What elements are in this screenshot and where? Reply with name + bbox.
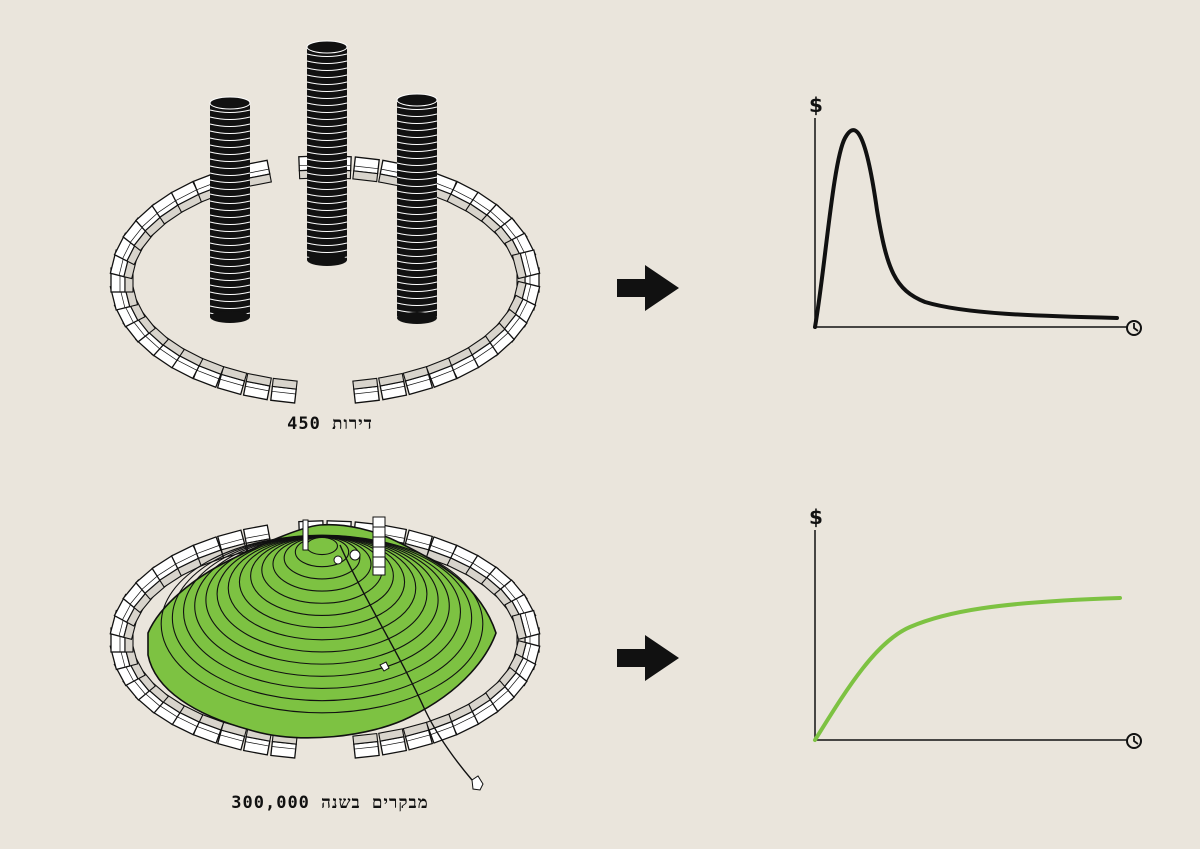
- visitors-caption: 300,000 מבקרים בשנה: [231, 793, 429, 813]
- coin-stack-tower: [209, 96, 251, 323]
- building-block: [352, 156, 380, 183]
- building-block: [511, 249, 541, 280]
- long-term-value-chart: $: [809, 505, 1142, 749]
- right-arrow-icon: [617, 635, 679, 681]
- dollar-symbol: $: [809, 93, 823, 117]
- park-hill-illustration: [109, 516, 541, 791]
- hilltop-structures: [302, 516, 386, 576]
- building-block: [378, 728, 408, 756]
- building-block: [352, 377, 380, 404]
- building-block: [270, 377, 298, 404]
- building-block: [216, 721, 248, 751]
- coin-stack-tower: [396, 93, 438, 324]
- green-hill: [147, 516, 497, 791]
- building-block: [352, 732, 380, 759]
- building-block: [402, 366, 434, 396]
- coin-stack-tower: [306, 40, 348, 266]
- building-block: [151, 191, 186, 225]
- short-term-revenue-chart: $: [809, 93, 1142, 336]
- building-block: [378, 372, 408, 401]
- building-block: [464, 335, 499, 369]
- building-block: [242, 159, 272, 188]
- value-curve: [813, 596, 1122, 742]
- hill-contour-lines: [160, 534, 484, 714]
- building-block: [402, 721, 434, 751]
- right-arrow-icon: [617, 265, 679, 311]
- building-block: [425, 357, 458, 389]
- building-block: [192, 536, 225, 567]
- building-block: [242, 728, 272, 756]
- building-block: [511, 609, 541, 641]
- clock-icon: [1126, 733, 1142, 749]
- building-block: [464, 692, 499, 726]
- building-block: [216, 366, 248, 396]
- revenue-curve: [813, 128, 1119, 329]
- dollar-symbol: $: [809, 505, 823, 529]
- building-block: [446, 703, 480, 736]
- building-block: [242, 372, 272, 401]
- building-block: [151, 554, 186, 588]
- clock-icon: [1126, 320, 1142, 336]
- building-block: [446, 347, 480, 380]
- apartments-ring-illustration: [109, 40, 541, 404]
- apartments-caption: 450 דירות: [287, 414, 373, 434]
- coin-stack-towers: [209, 40, 438, 324]
